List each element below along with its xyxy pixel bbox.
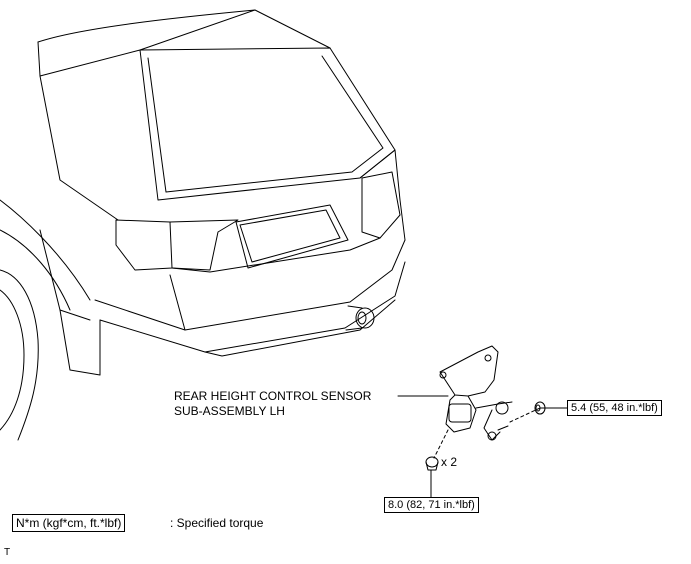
legend-description: : Specified torque bbox=[170, 516, 264, 530]
corner-mark: T bbox=[4, 547, 11, 558]
torque-spec-bolt: 8.0 (82, 71 in.*lbf) bbox=[384, 497, 479, 513]
nut-dash-line bbox=[509, 407, 541, 423]
part-label-line-1: REAR HEIGHT CONTROL SENSOR bbox=[174, 389, 372, 403]
bolt-dash-line bbox=[433, 429, 449, 459]
bolt-icon bbox=[425, 456, 439, 471]
nut-icon bbox=[534, 401, 546, 415]
torque-spec-nut: 5.4 (55, 48 in.*lbf) bbox=[567, 400, 662, 416]
part-label-line-2: SUB-ASSEMBLY LH bbox=[174, 404, 285, 418]
height-control-sensor-drawing bbox=[439, 345, 513, 441]
vehicle-body-outline bbox=[0, 9, 406, 441]
legend-unit-box: N*m (kgf*cm, ft.*lbf) bbox=[12, 514, 126, 532]
quantity-label: x 2 bbox=[441, 455, 458, 469]
